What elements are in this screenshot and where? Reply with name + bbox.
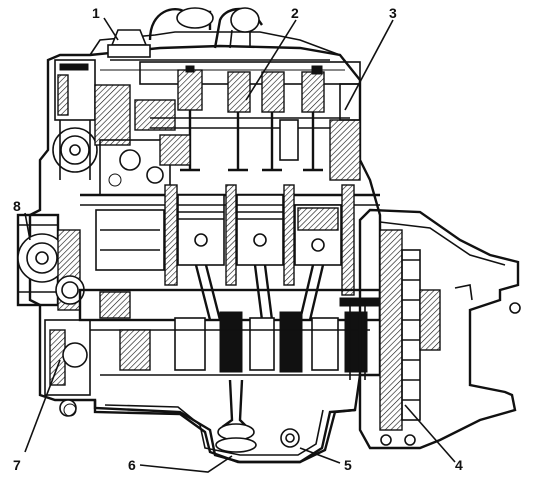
timing-gear-assembly: [52, 59, 176, 196]
callout-3: 3: [389, 5, 397, 21]
callout-4: 4: [455, 457, 463, 473]
callout-2: 2: [291, 5, 299, 21]
crankshaft-pulley: [16, 213, 85, 311]
valve-springs: [177, 69, 325, 113]
piston-2: [236, 194, 284, 266]
crankshaft-and-rods: [78, 264, 382, 376]
piston-3: [294, 204, 342, 266]
clutch-housing: [339, 208, 521, 450]
callout-7: 7: [13, 457, 21, 473]
callout-labels: 1 2 3 4 5 6 7 8: [13, 5, 463, 473]
callout-8: 8: [13, 198, 21, 214]
callout-5: 5: [344, 457, 352, 473]
cylinder-block: [80, 184, 380, 296]
piston-1: [177, 194, 225, 266]
callout-6: 6: [128, 457, 136, 473]
leader-lines: [24, 17, 456, 473]
oil-pump: [44, 319, 91, 417]
camshaft-valvetrain: [139, 61, 361, 181]
oil-pan: [63, 379, 356, 464]
engine-outline: [28, 7, 382, 464]
callout-1: 1: [92, 5, 100, 21]
